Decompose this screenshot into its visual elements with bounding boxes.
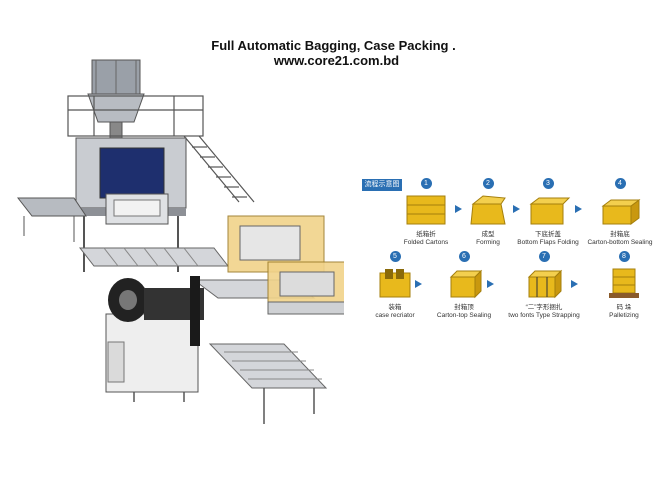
strapping-icon (527, 269, 563, 299)
step-label-cn: 装箱 (388, 304, 402, 311)
step-label-en: Forming (476, 239, 500, 246)
step-number: 6 (458, 251, 470, 262)
multihead-weigher (87, 59, 145, 145)
flow-step-4: 4 封箱底 Carton-bottom Sealing (580, 178, 660, 247)
page-title: Full Automatic Bagging, Case Packing . w… (0, 38, 667, 68)
packing-line-illustration (16, 59, 344, 424)
step-number: 2 (482, 178, 494, 189)
step-label-cn: 纸箱折 (416, 231, 436, 238)
flow-heading: 流程示意图 (362, 179, 402, 191)
step-number: 4 (614, 178, 626, 189)
step-number: 3 (542, 178, 554, 189)
step-label-cn: “二”字形捆扎 (525, 304, 563, 311)
flow-step-7: 7 “二”字形捆扎 two fonts Type Strapping (504, 251, 584, 320)
arrow-right-icon (415, 280, 422, 288)
step-label-en: Folded Cartons (403, 239, 449, 246)
step-label-en: Carton-top Sealing (436, 312, 492, 319)
step-number: 8 (618, 251, 630, 262)
flow-step-3: 3 下底折盖 Bottom Flaps Folding (508, 178, 588, 247)
case-erector (227, 215, 344, 315)
forming-icon (470, 195, 506, 225)
arrow-right-icon (513, 205, 520, 213)
step-label-cn: 下底折盖 (535, 231, 561, 238)
step-number: 1 (420, 178, 432, 189)
flow-step-5: 5 装箱 case recriator (355, 251, 435, 320)
arrow-right-icon (575, 205, 582, 213)
step-label-en: case recriator (375, 312, 415, 319)
arrow-right-icon (487, 280, 494, 288)
flow-step-6: 6 封箱顶 Carton-top Sealing (424, 251, 504, 320)
step-label-cn: 成型 (481, 231, 495, 238)
step-label-en: two fonts Type Strapping (508, 312, 580, 319)
step-label-en: Palletizing (609, 312, 639, 319)
platform (67, 95, 255, 203)
folded-cartons-icon (406, 195, 446, 225)
strapping-machine (105, 276, 204, 393)
flow-step-8: 8 码 垛 Palletizing (584, 251, 664, 320)
website-url: www.core21.com.bd (273, 53, 400, 68)
step-label-cn: 封箱底 (610, 231, 630, 238)
flow-step-2: 2 成型 Forming (448, 178, 528, 247)
check-unit (105, 193, 169, 225)
step-label-en: Carton-bottom Sealing (587, 239, 653, 246)
carton-bottom-sealing-icon (601, 199, 641, 225)
step-label-cn: 码 垛 (616, 304, 632, 311)
title-line-1: Full Automatic Bagging, Case Packing . (211, 38, 456, 53)
flow-step-1: 1 纸箱折 Folded Cartons (386, 178, 466, 247)
palletizing-icon (609, 268, 639, 298)
bottom-flaps-folding-icon (529, 197, 571, 225)
step-label-cn: 封箱顶 (454, 304, 474, 311)
arrow-right-icon (455, 205, 462, 213)
step-number: 7 (538, 251, 550, 262)
step-label-en: Bottom Flaps Folding (517, 239, 579, 246)
left-conveyor (16, 197, 87, 242)
step-number: 5 (389, 251, 401, 262)
arrow-right-icon (571, 280, 578, 288)
case-packing-icon (379, 269, 411, 298)
carton-top-sealing-icon (449, 269, 483, 299)
